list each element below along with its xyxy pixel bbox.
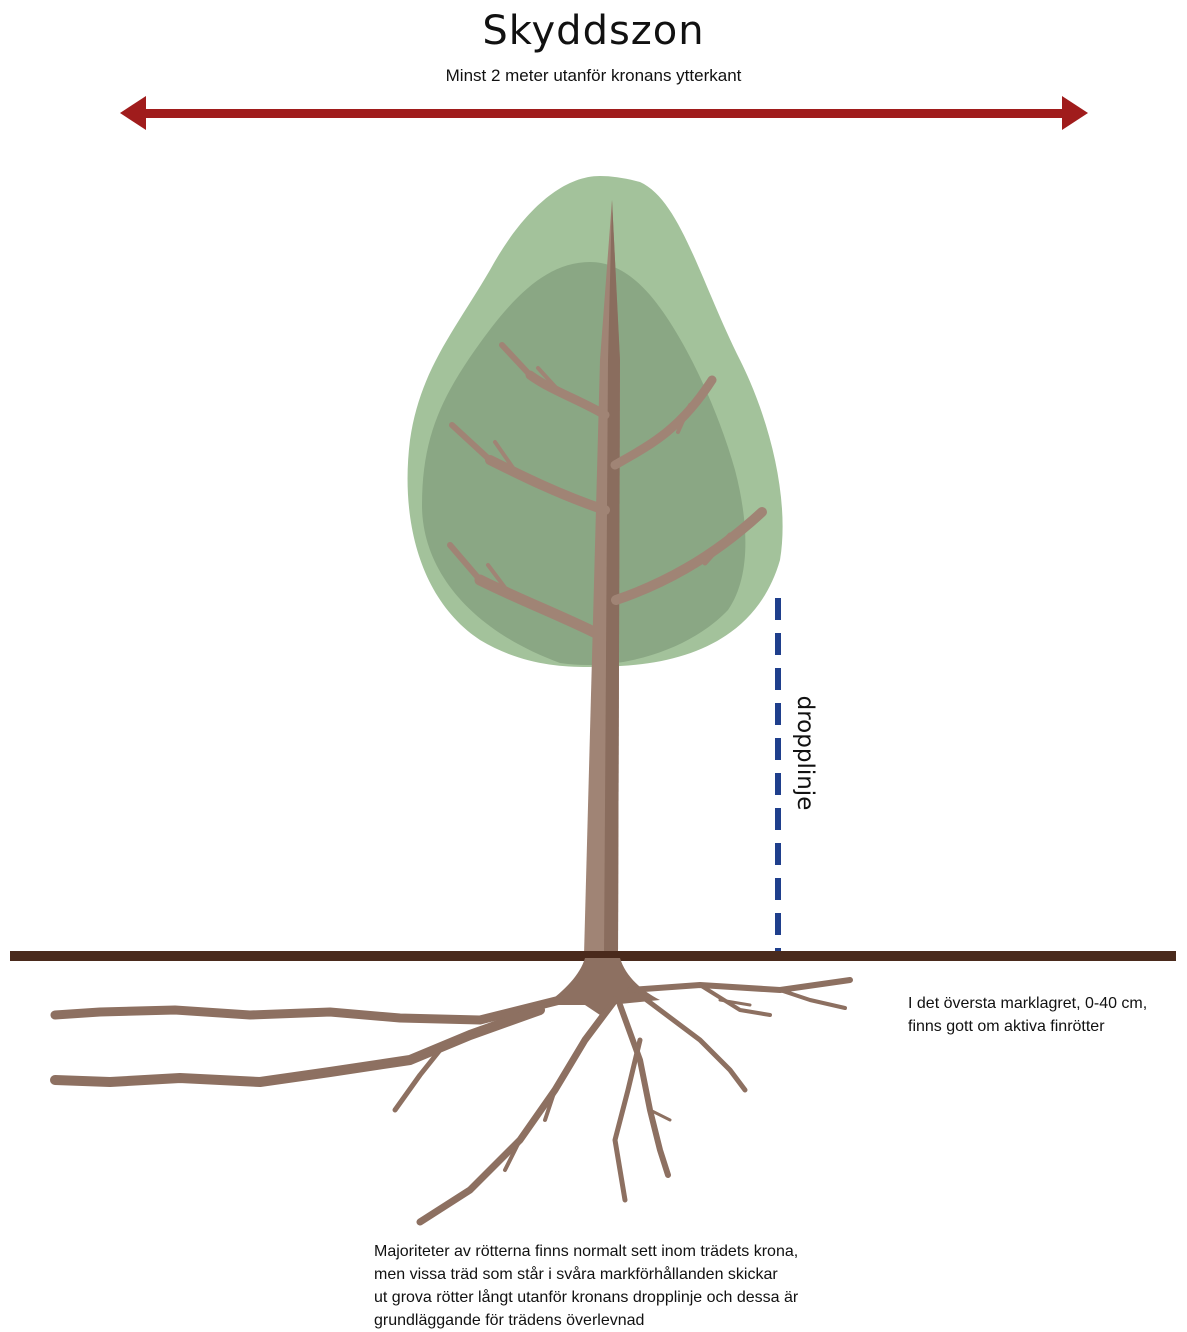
topsoil-note: I det översta marklagret, 0-40 cm, finns… <box>908 992 1184 1038</box>
diagram-subtitle: Minst 2 meter utanför kronans ytterkant <box>0 66 1187 86</box>
diagram-title: Skyddszon <box>0 8 1187 54</box>
roots-icon <box>55 958 850 1222</box>
roots-note-line: ut grova rötter långt utanför kronans dr… <box>374 1286 894 1309</box>
roots-note-line: Majoriteter av rötterna finns normalt se… <box>374 1240 894 1263</box>
roots-note: Majoriteter av rötterna finns normalt se… <box>374 1240 894 1332</box>
tree-icon <box>408 176 783 955</box>
topsoil-note-line: I det översta marklagret, 0-40 cm, <box>908 992 1184 1015</box>
roots-note-line: men vissa träd som står i svåra markförh… <box>374 1263 894 1286</box>
double-arrow-icon <box>120 96 1088 130</box>
dropline-label: dropplinje <box>790 693 820 813</box>
topsoil-note-line: finns gott om aktiva finrötter <box>908 1015 1184 1038</box>
